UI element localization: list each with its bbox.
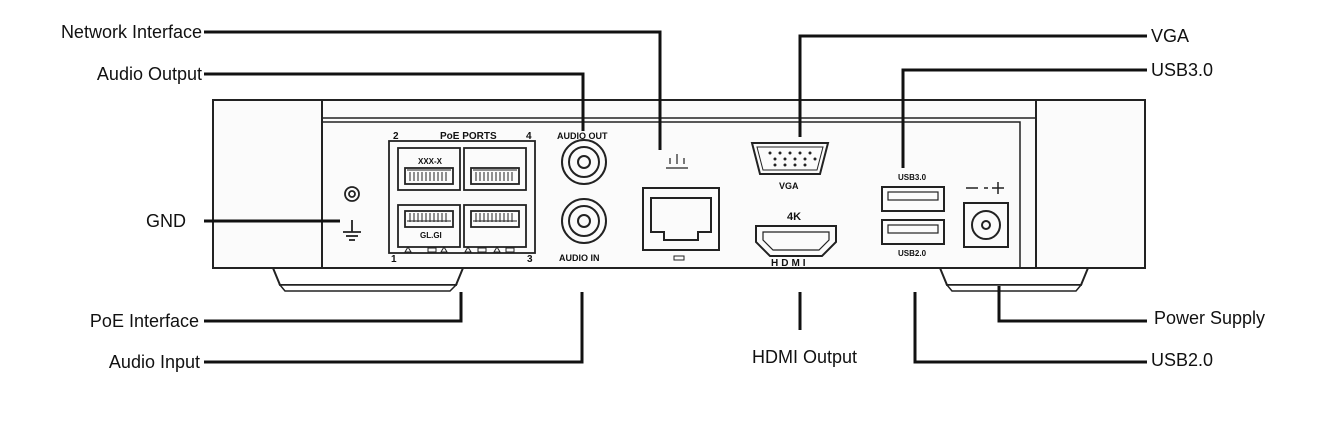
callout-power-supply: Power Supply xyxy=(1154,308,1266,328)
power-jack xyxy=(963,182,1009,248)
callout-audio-input: Audio Input xyxy=(108,352,200,372)
callout-audio-output: Audio Output xyxy=(96,64,202,84)
callout-usb20: USB2.0 xyxy=(1151,350,1214,370)
usb20-port-label: USB2.0 xyxy=(898,249,927,258)
usb30-port-label: USB3.0 xyxy=(898,173,927,182)
poe-port-2-label: 2 xyxy=(393,131,399,142)
usb-ports xyxy=(881,186,945,245)
network-port xyxy=(642,154,720,261)
callout-gnd: GND xyxy=(146,211,186,231)
poe-port-1-label: 1 xyxy=(391,254,397,265)
poe-ports-block xyxy=(388,140,536,254)
hdmi-4k-label: 4K xyxy=(787,211,801,223)
poe-port-3-label: 3 xyxy=(527,254,533,265)
poe-marking-bottom: GL.GI xyxy=(420,231,442,240)
callout-usb30: USB3.0 xyxy=(1151,60,1214,80)
leader-lines xyxy=(204,30,1147,364)
callout-poe-interface: PoE Interface xyxy=(89,311,199,331)
feet xyxy=(271,267,1090,292)
audio-jacks xyxy=(561,139,607,244)
audio-out-label: AUDIO OUT xyxy=(557,131,608,141)
gnd-terminal xyxy=(343,186,361,241)
vga-port xyxy=(750,142,830,175)
poe-ports-label: PoE PORTS xyxy=(440,131,497,142)
callout-vga: VGA xyxy=(1151,26,1190,46)
vga-port-label: VGA xyxy=(779,181,799,191)
hdmi-port xyxy=(755,225,837,257)
poe-port-4-label: 4 xyxy=(526,131,532,142)
callout-hdmi-output: HDMI Output xyxy=(752,347,858,367)
audio-in-label: AUDIO IN xyxy=(559,253,600,263)
callout-network-interface: Network Interface xyxy=(60,22,202,42)
poe-marking-top: XXX-X xyxy=(418,157,443,166)
hdmi-logo: HDMI xyxy=(771,258,809,269)
chassis xyxy=(212,99,1146,269)
